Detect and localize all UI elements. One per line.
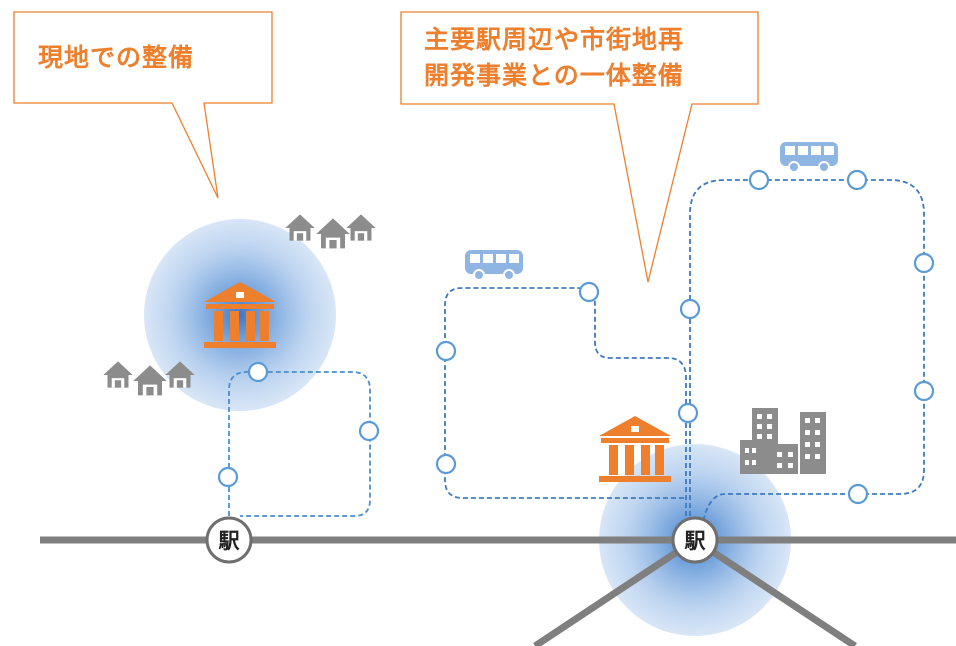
callout-redevelopment-line-1: 主要駅周辺や市街地再	[424, 25, 685, 54]
callout-redevelopment-line-2: 開発事業との一体整備	[424, 61, 684, 90]
route-left	[228, 371, 371, 540]
house-icon	[285, 214, 315, 241]
route-node	[435, 340, 457, 362]
bus-icon	[779, 141, 839, 173]
callout-local-box	[13, 11, 273, 199]
route-node	[847, 483, 869, 505]
callout-redevelopment-box	[400, 11, 759, 283]
route-node	[358, 420, 380, 442]
bus-icon	[464, 249, 524, 281]
route-node	[435, 453, 457, 475]
route-nodes	[217, 169, 935, 505]
route-node	[913, 252, 935, 274]
station-left-label: 駅	[219, 529, 241, 553]
route-node	[748, 169, 770, 191]
route-right-loop	[689, 179, 925, 541]
station-left: 駅	[205, 516, 253, 564]
branch-railway-left	[533, 537, 697, 646]
route-node	[679, 298, 701, 320]
house-icon	[316, 218, 350, 249]
station-right-label: 駅	[685, 529, 707, 553]
callout-redevelopment-text: 主要駅周辺や市街地再 開発事業との一体整備	[424, 22, 684, 94]
route-node	[846, 169, 868, 191]
left-facility-glow	[144, 219, 336, 411]
route-node	[677, 402, 699, 424]
branch-railway-right	[693, 537, 857, 646]
route-node	[217, 466, 239, 488]
route-node	[913, 380, 935, 402]
route-node	[247, 361, 269, 383]
route-node	[578, 281, 600, 303]
house-icon	[103, 361, 133, 388]
station-right: 駅	[671, 516, 719, 564]
office-buildings-icon	[740, 408, 826, 474]
house-icon	[346, 214, 376, 241]
callout-local-text: 現地での整備	[38, 43, 195, 72]
